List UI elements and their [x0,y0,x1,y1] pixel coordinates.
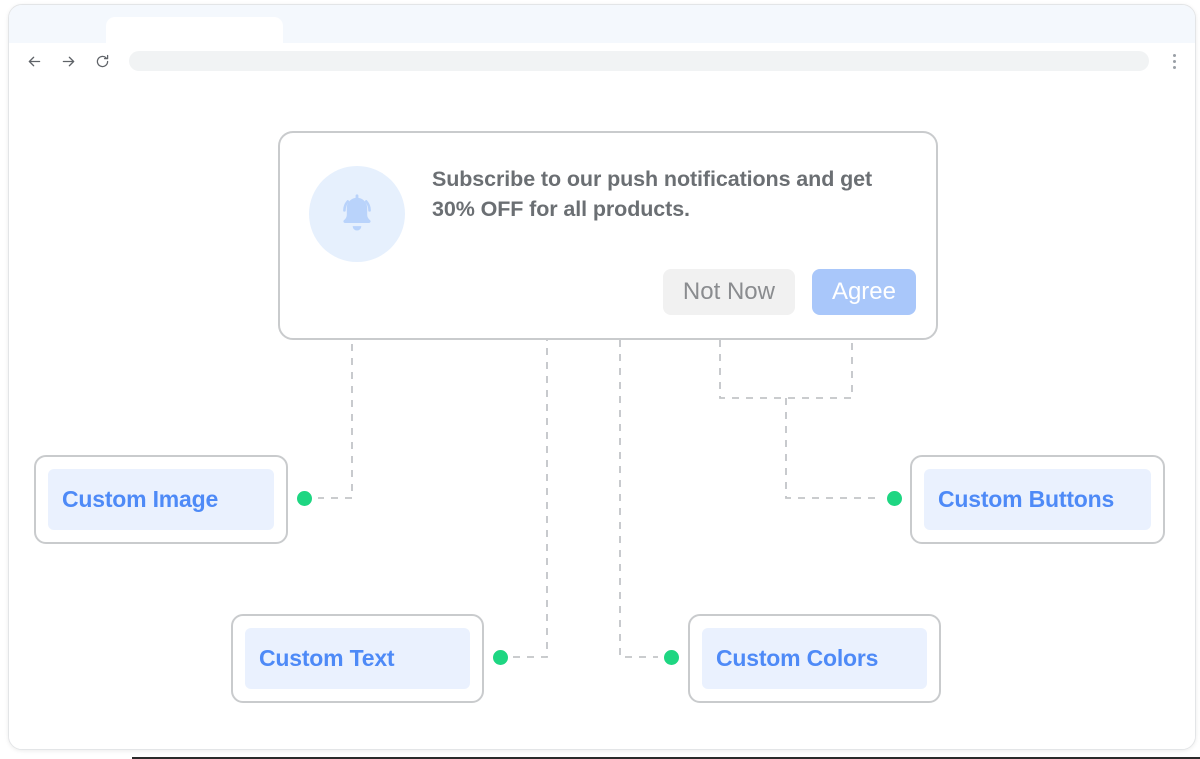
callout-label: Custom Image [48,469,274,530]
bottom-edge-line [132,757,1200,759]
forward-arrow-icon[interactable] [55,48,81,74]
url-input[interactable] [129,51,1149,71]
connector-dot-custom-text [493,650,508,665]
agree-button[interactable]: Agree [811,269,916,315]
browser-toolbar [9,43,1195,80]
bell-icon [309,166,405,262]
back-arrow-icon[interactable] [21,48,47,74]
callout-label: Custom Text [245,628,470,689]
push-notification-card: Subscribe to our push notifications and … [278,131,938,340]
not-now-button[interactable]: Not Now [662,269,795,315]
browser-window [8,4,1196,750]
callout-custom-text[interactable]: Custom Text [231,614,484,703]
connector-dot-custom-buttons [887,491,902,506]
connector-dot-custom-colors [664,650,679,665]
callout-custom-image[interactable]: Custom Image [34,455,288,544]
callout-custom-buttons[interactable]: Custom Buttons [910,455,1165,544]
browser-tabstrip [9,5,1195,47]
callout-label: Custom Buttons [924,469,1151,530]
notification-message: Subscribe to our push notifications and … [432,167,873,221]
callout-label: Custom Colors [702,628,927,689]
connector-dot-custom-image [297,491,312,506]
reload-icon[interactable] [89,48,115,74]
callout-custom-colors[interactable]: Custom Colors [688,614,941,703]
kebab-menu-icon[interactable] [1163,48,1185,74]
notification-actions: Not Now Agree [662,269,916,315]
browser-tab[interactable] [106,17,283,47]
